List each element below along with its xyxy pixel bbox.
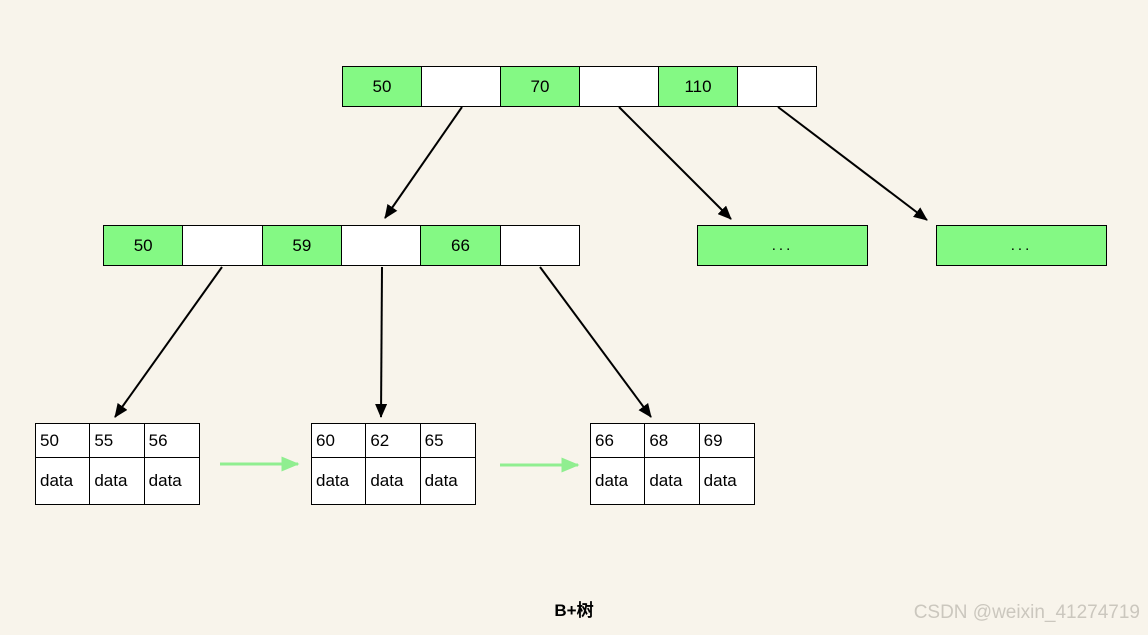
leaf-data-cell: data	[424, 471, 458, 490]
collapsed-node-1: ...	[697, 225, 868, 266]
leaf-key-cell: 60	[312, 424, 367, 458]
edge-internal-to-leaf-2	[375, 266, 388, 418]
root-pointer-cell	[580, 67, 659, 106]
watermark: CSDN @weixin_41274719	[913, 602, 1140, 623]
leaf-key-cell: 69	[699, 424, 754, 458]
root-key-cell: 50	[343, 67, 422, 106]
edge-internal-to-leaf-3	[539, 266, 652, 418]
leaf-data-cell: data	[312, 458, 367, 504]
leaf-data-cell: data	[591, 458, 646, 504]
leaf-node-2: 60 62 65 data data data	[311, 423, 476, 505]
root-pointer-cell	[738, 67, 816, 106]
leaf-key-cell: 55	[90, 424, 145, 458]
leaf-data-cell: data	[703, 471, 737, 490]
root-node: 50 70 110	[342, 66, 817, 107]
leaf-node-1: 50 55 56 data data data	[35, 423, 200, 505]
edge-root-to-collapsed-2	[777, 106, 928, 221]
internal-key-cell: 59	[262, 226, 342, 265]
leaf-key-cell: 68	[645, 424, 700, 458]
leaf-node-3: 66 68 69 data data data	[590, 423, 755, 505]
leaf-key-cell: 62	[366, 424, 421, 458]
internal-pointer-cell	[501, 226, 579, 265]
internal-pointer-cell	[183, 226, 263, 265]
leaf-key-cell: 50	[36, 424, 91, 458]
edge-root-to-internal	[384, 106, 463, 219]
edge-internal-to-leaf-1	[114, 266, 223, 418]
leaf-data-cell: data	[645, 458, 700, 504]
diagram-caption: B+树	[554, 601, 594, 620]
edge-root-to-collapsed-1	[618, 106, 732, 220]
leaf-data-cell: data	[36, 458, 91, 504]
root-key-cell: 110	[659, 67, 738, 106]
collapsed-node-2: ...	[936, 225, 1107, 266]
leaf-key-cell: 65	[420, 424, 475, 458]
leaf-key-cell: 56	[144, 424, 199, 458]
internal-key-cell: 50	[104, 226, 184, 265]
internal-key-cell: 66	[421, 226, 501, 265]
internal-node: 50 59 66	[103, 225, 580, 266]
root-pointer-cell	[422, 67, 501, 106]
leaf-data-cell: data	[148, 471, 182, 490]
leaf-data-cell: data	[90, 458, 145, 504]
leaf-key-cell: 66	[591, 424, 646, 458]
leaf-data-cell: data	[366, 458, 421, 504]
internal-pointer-cell	[342, 226, 422, 265]
root-key-cell: 70	[501, 67, 580, 106]
